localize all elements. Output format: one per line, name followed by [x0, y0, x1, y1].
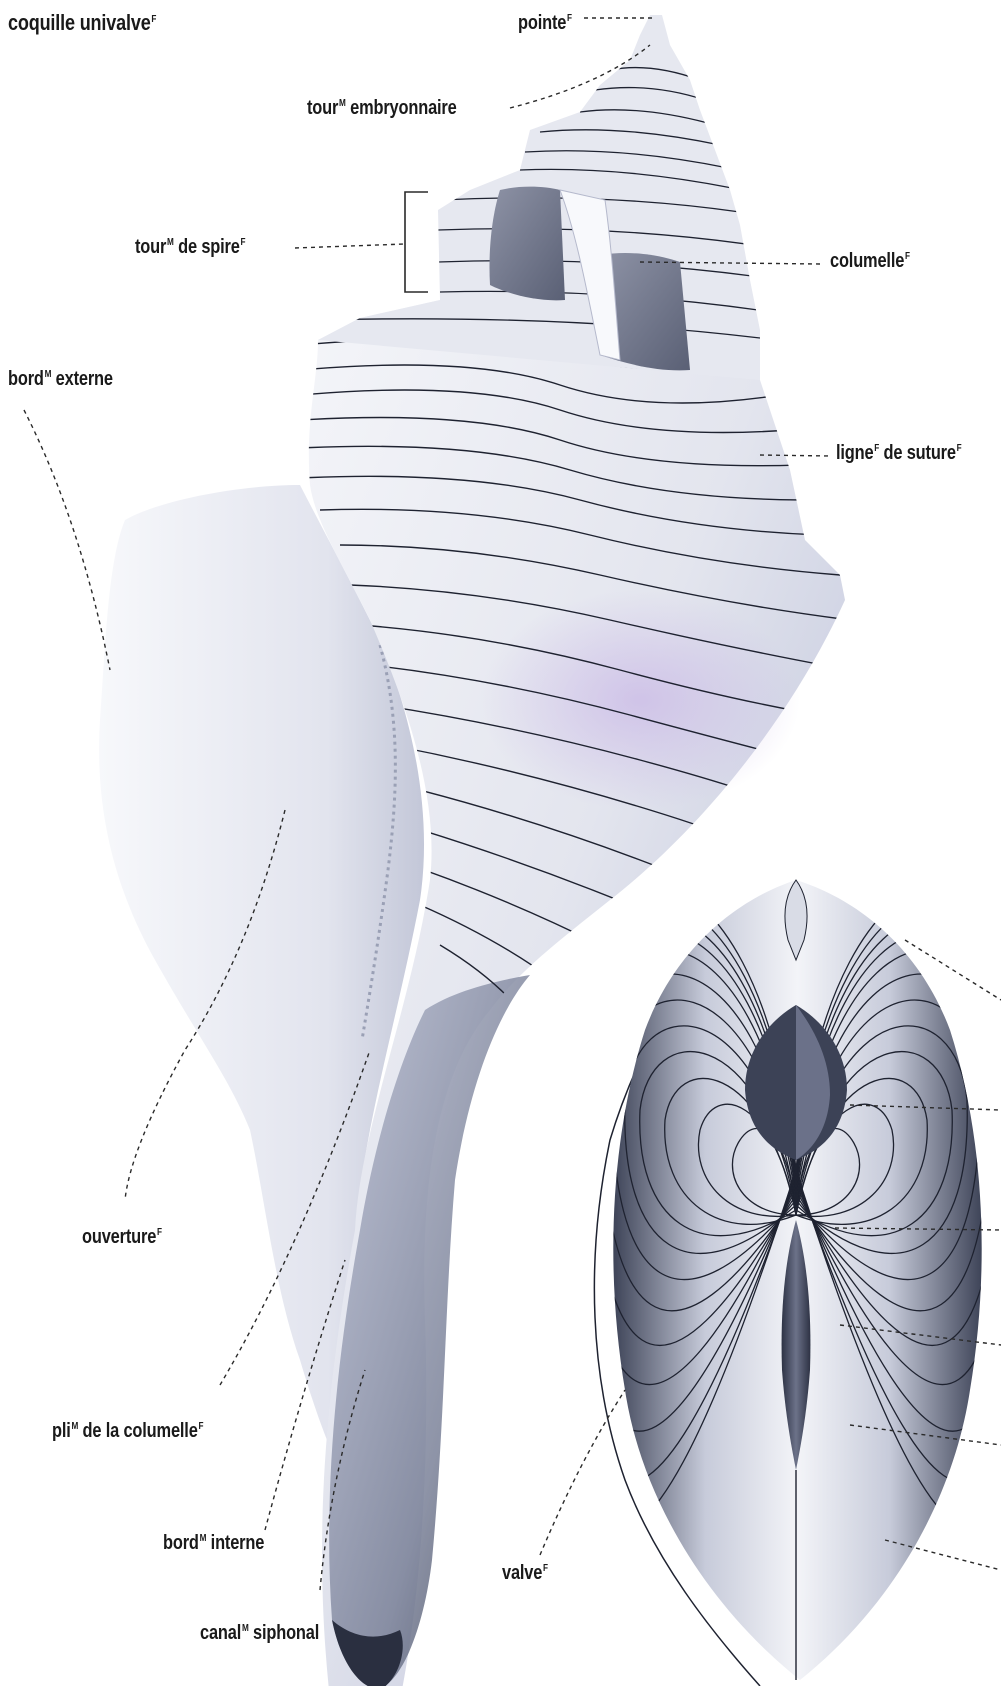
label-pli-columelle: pliM de la columelleF — [52, 1420, 203, 1443]
label-canal-siphonal: canalM siphonal — [200, 1622, 319, 1645]
label-suffix: interne — [206, 1532, 264, 1554]
label-text: tour — [307, 97, 338, 119]
label-suffix: embryonnaire — [346, 97, 457, 119]
leader-bord-externe — [24, 410, 110, 670]
label-text: ouverture — [82, 1226, 156, 1248]
spire-window-left — [489, 187, 565, 301]
label-gender: M — [200, 1533, 207, 1544]
label-text: ligne — [836, 442, 873, 464]
leader-valve — [540, 1390, 625, 1555]
label-gender: F — [567, 13, 572, 24]
label-tour-de-spire: tourM de spireF — [135, 236, 245, 259]
bracket-tour-de-spire — [405, 192, 428, 292]
label-bord-externe: bordM externe — [8, 368, 113, 391]
label-mid: de suture — [879, 442, 956, 464]
bivalve-shell — [550, 880, 1001, 1686]
label-gender: M — [45, 369, 52, 380]
label-valve: valveF — [502, 1562, 548, 1585]
label-text: pointe — [518, 12, 566, 34]
label-text: bord — [8, 368, 44, 390]
label-gender: F — [543, 1563, 548, 1574]
label-ligne-de-suture: ligneF de sutureF — [836, 442, 962, 465]
label-columelle: columelleF — [830, 250, 910, 273]
title-gender: F — [151, 14, 156, 25]
label-text: bord — [163, 1532, 199, 1554]
leader-ligne-de-suture — [760, 455, 830, 456]
label-gender-2: F — [198, 1421, 203, 1432]
label-mid: de spire — [174, 236, 240, 258]
label-gender: F — [157, 1227, 162, 1238]
figure-title: coquille univalveF — [8, 10, 156, 36]
label-gender-2: F — [957, 443, 962, 454]
violet-sheen — [480, 590, 800, 810]
label-suffix: externe — [51, 368, 113, 390]
label-gender: F — [905, 251, 910, 262]
label-pointe: pointeF — [518, 12, 572, 35]
label-text: valve — [502, 1562, 542, 1584]
leader-tour-de-spire — [295, 244, 405, 248]
label-text: canal — [200, 1622, 241, 1644]
title-text: coquille univalve — [8, 10, 151, 35]
label-text: tour — [135, 236, 166, 258]
label-text: pli — [52, 1420, 71, 1442]
label-gender: M — [71, 1421, 78, 1432]
label-text: columelle — [830, 250, 904, 272]
label-mid: de la columelle — [78, 1420, 198, 1442]
label-ouverture: ouvertureF — [82, 1226, 162, 1249]
label-bord-interne: bordM interne — [163, 1532, 264, 1555]
label-gender-2: F — [241, 237, 246, 248]
label-suffix: siphonal — [249, 1622, 320, 1644]
label-tour-embryonnaire: tourM embryonnaire — [307, 97, 457, 120]
